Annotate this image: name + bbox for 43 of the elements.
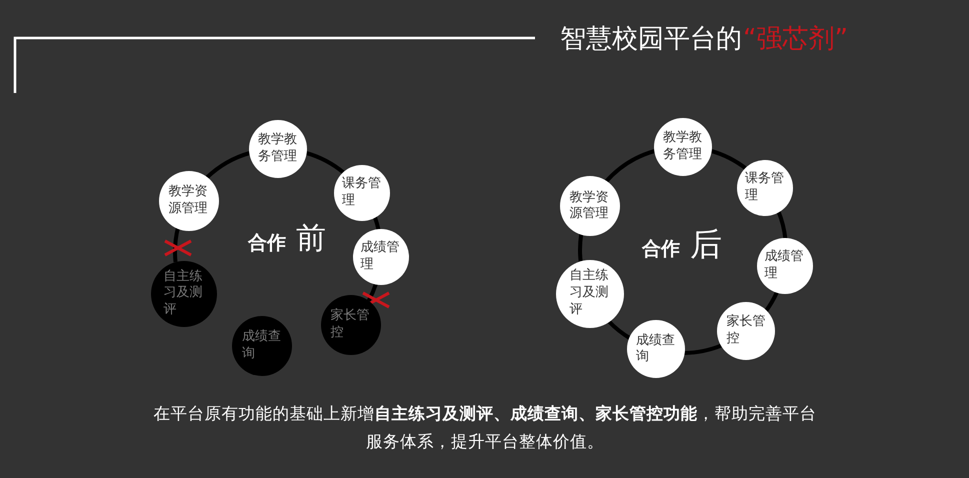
caption: 在平台原有功能的基础上新增自主练习及测评、成绩查询、家长管控功能，帮助完善平台服务体系，提升平台整体价值。 (152, 403, 818, 453)
node-label: 教学资源管理 (569, 190, 610, 224)
function-circle (738, 161, 792, 215)
ring-arc (684, 343, 723, 355)
function-circle (560, 177, 619, 236)
ring-arc (710, 148, 748, 170)
node-label: 家长管控 (726, 314, 766, 348)
node-label: 教学资源管理 (168, 184, 209, 218)
node-label: 自主练习及测评 (164, 268, 204, 320)
node-label: 课务管理 (745, 171, 786, 205)
node-label: 成绩查询 (242, 329, 282, 363)
function-circle (628, 321, 684, 378)
function-circle (335, 166, 390, 220)
node-label: 家长管控 (330, 308, 371, 342)
title-highlight: “强芯剂” (743, 23, 848, 56)
function-circle (250, 121, 306, 177)
ring-arc (173, 227, 180, 262)
function-circle (160, 172, 218, 230)
ring-arc (606, 319, 632, 340)
node-label: 教学教务管理 (258, 132, 298, 166)
node-label: 成绩管理 (764, 249, 805, 283)
function-circle (758, 239, 812, 294)
node-label: 成绩管理 (360, 240, 401, 274)
node-label: 自主练习及测评 (569, 268, 610, 319)
ring-arc (305, 150, 346, 175)
center-label: 前 (296, 220, 326, 258)
node-label: 教学教务管理 (662, 130, 703, 164)
function-circle (718, 303, 774, 360)
ring-arc (578, 234, 584, 262)
node-label: 成绩查询 (636, 332, 676, 366)
ring-arc (604, 148, 656, 184)
ring-arc (776, 210, 788, 240)
function-circle (354, 230, 408, 284)
node-label: 课务管理 (342, 176, 382, 210)
ring-arc (366, 283, 378, 302)
title: 智慧校园平台的 (560, 23, 742, 56)
center-label: 后 (690, 224, 722, 264)
ring-arc (372, 216, 381, 231)
ring-arc (205, 150, 251, 180)
ring-arc (764, 291, 779, 312)
center-label: 合作 (248, 231, 286, 256)
center-label: 合作 (642, 237, 680, 262)
function-circle (655, 119, 711, 175)
